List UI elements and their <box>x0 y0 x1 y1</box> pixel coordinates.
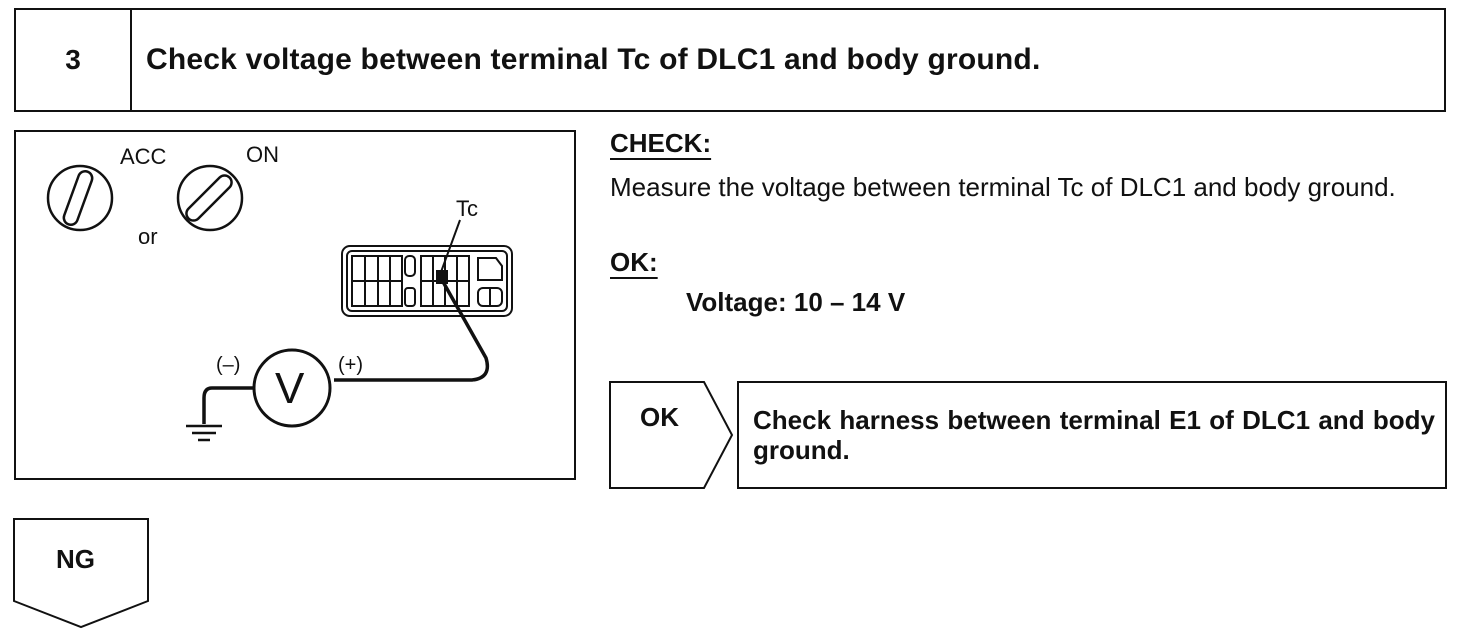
wiring-diagram-graphic <box>46 164 513 442</box>
ok-result-box: Check harness between terminal E1 of DLC… <box>737 381 1447 489</box>
ok-heading: OK: <box>610 247 658 277</box>
ignition-acc-icon <box>46 164 114 232</box>
dlc1-connector-icon <box>341 245 513 317</box>
ignition-on-icon <box>176 164 244 232</box>
step-header: 3 Check voltage between terminal Tc of D… <box>14 8 1446 112</box>
positive-lead <box>334 279 490 382</box>
step-number: 3 <box>16 10 132 110</box>
ok-branch-label: OK <box>640 402 679 432</box>
ok-result-text: Check harness between terminal E1 of DLC… <box>753 405 1435 465</box>
label-or: or <box>138 224 158 249</box>
check-instructions: Measure the voltage between terminal Tc … <box>610 172 1396 202</box>
ng-branch-arrow <box>13 518 149 629</box>
label-positive: (+) <box>338 354 363 376</box>
label-acc: ACC <box>120 144 167 169</box>
label-negative: (–) <box>216 354 241 376</box>
ok-branch-arrow <box>609 381 734 489</box>
check-heading: CHECK: <box>610 128 712 158</box>
voltage-spec: Voltage: 10 – 14 V <box>686 287 906 317</box>
negative-lead <box>202 386 254 424</box>
label-on: ON <box>246 142 279 167</box>
voltmeter-label: V <box>275 364 305 413</box>
step-title: Check voltage between terminal Tc of DLC… <box>146 43 1041 76</box>
ng-branch-label: NG <box>56 544 95 574</box>
wiring-illustration: ACC ON or Tc (–) (+) V <box>14 130 576 480</box>
ground-icon <box>186 424 222 442</box>
label-tc: Tc <box>456 196 478 221</box>
tc-leader-line <box>440 219 461 273</box>
